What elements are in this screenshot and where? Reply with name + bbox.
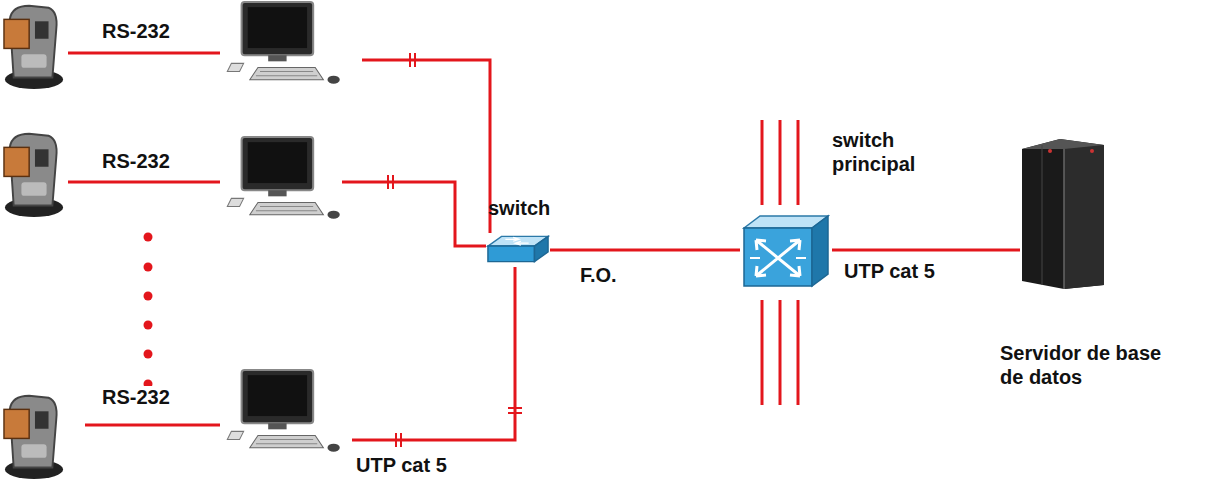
interface-label: RS-232: [100, 386, 172, 409]
illustration-part: [1090, 149, 1094, 153]
interface-label: RS-232: [100, 150, 172, 173]
illustration-part: [1022, 139, 1104, 289]
illustration-part: [144, 233, 153, 242]
illustration-part: [387, 175, 389, 189]
illustration-part: [750, 257, 806, 259]
pc-workstation: [227, 137, 339, 219]
illustration-part: [1048, 149, 1052, 153]
illustration-part: [761, 120, 764, 205]
illustration-part: [508, 412, 522, 414]
continuation-dots: [144, 233, 153, 389]
illustration-part: [144, 263, 153, 272]
illustration-part: [508, 407, 522, 409]
illustration-part: [761, 300, 764, 405]
illustration-part: [352, 267, 515, 440]
interface-label: RS-232: [100, 20, 172, 43]
illustration-part: [409, 53, 411, 67]
serial-cables: [68, 53, 220, 425]
device-label: Servidor de base de datos: [1000, 341, 1170, 390]
illustration-part: [400, 433, 402, 447]
illustration-part: [68, 52, 220, 55]
illustration-part: [1063, 149, 1065, 289]
illustration-part: [779, 300, 782, 405]
illustration-part: [144, 321, 153, 330]
illustration-part: [812, 216, 828, 286]
fingerprint-reader: [4, 396, 63, 479]
network-device: switch principal: [740, 212, 832, 290]
illustration-part: [756, 240, 800, 276]
illustration-part: [505, 237, 528, 245]
illustration-part: [1022, 139, 1104, 149]
switch-icon: [486, 232, 550, 266]
device-label: switch: [488, 196, 550, 220]
fingerprint-reader: [4, 134, 63, 217]
pc-workstation: [227, 370, 339, 452]
illustration-part: [85, 424, 220, 427]
illustration-part: [144, 292, 153, 301]
illustration-part: [68, 181, 220, 184]
server-icon: [1020, 135, 1106, 291]
link-label: UTP cat 5: [842, 260, 937, 283]
illustration-part: [1064, 145, 1104, 289]
cable-label: UTP cat 5: [354, 454, 449, 477]
illustration-part: [362, 60, 490, 233]
network-device: Servidor de base de datos: [1020, 135, 1106, 291]
illustration-part: [797, 300, 800, 405]
illustration-part: [744, 228, 812, 286]
network-device: switch: [486, 232, 550, 266]
illustration-part: [414, 53, 416, 67]
core-switch-icon: [740, 212, 832, 290]
illustration-part: [534, 236, 548, 261]
illustration-part: [756, 240, 800, 276]
illustration-part: [797, 120, 800, 205]
network-link: [550, 249, 740, 252]
illustration-part: [779, 120, 782, 205]
illustration-part: [342, 182, 486, 246]
illustration-part: [1042, 145, 1043, 285]
network-link: [832, 249, 1020, 252]
pc-workstation: [227, 2, 339, 84]
illustration-part: [144, 350, 153, 359]
device-label: switch principal: [832, 128, 960, 177]
fingerprint-reader: [4, 6, 63, 89]
illustration-part: [488, 246, 535, 262]
illustration-part: [392, 175, 394, 189]
link-label: F.O.: [578, 264, 619, 287]
illustration-part: [395, 433, 397, 447]
